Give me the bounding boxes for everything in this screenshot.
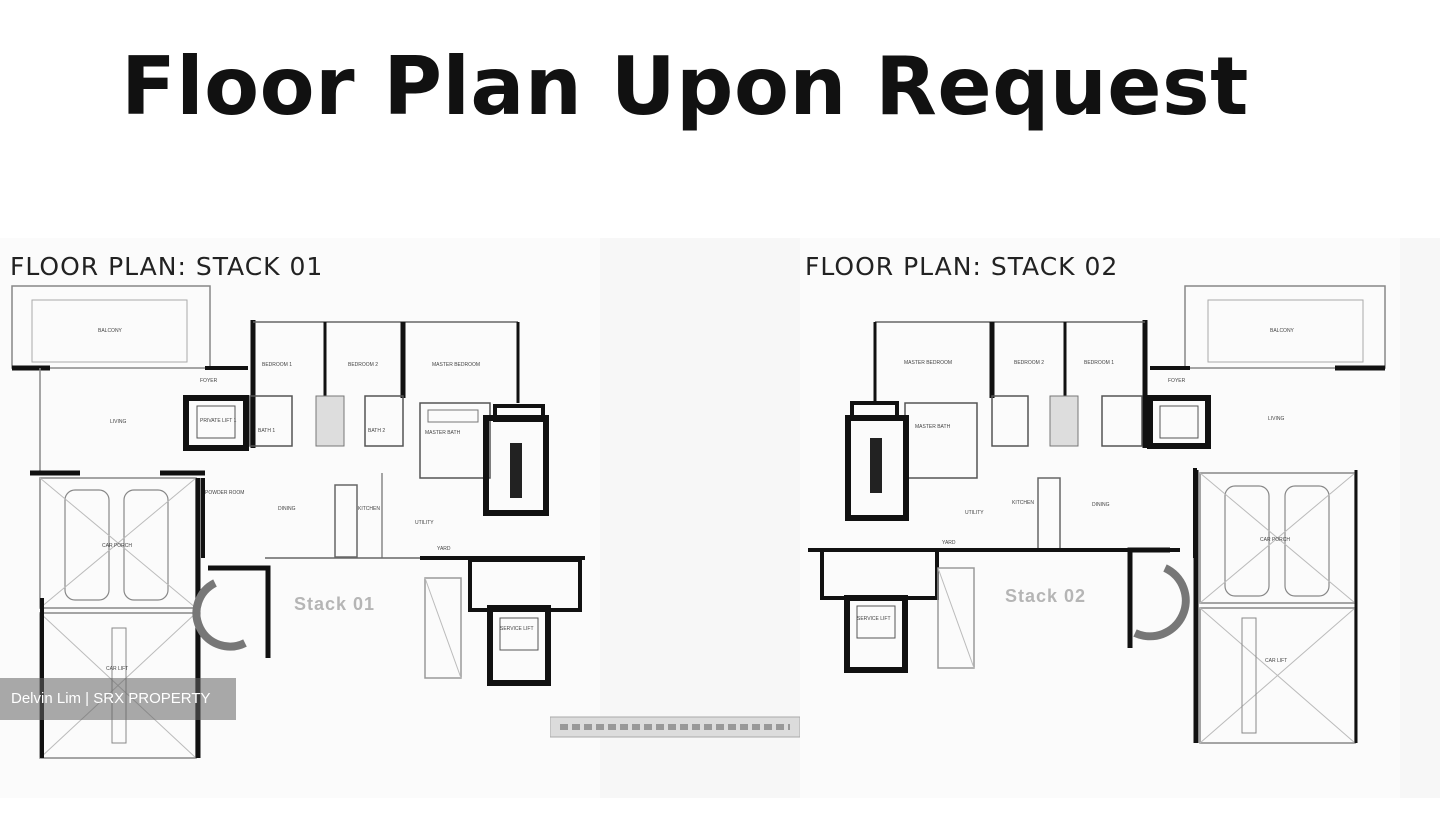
room-label-car-porch: CAR PORCH	[1260, 537, 1290, 543]
room-label-master-bath: MASTER BATH	[425, 430, 461, 436]
room-label-dining: DINING	[1092, 502, 1110, 508]
room-label-balcony: BALCONY	[98, 328, 123, 334]
room-label-service-lift: SERVICE LIFT	[857, 616, 891, 622]
room-label-bath-2: BATH 2	[368, 428, 385, 434]
watermark-badge: Delvin Lim | SRX PROPERTY	[0, 678, 236, 720]
room-label-kitchen: KITCHEN	[1012, 500, 1034, 506]
floor-plan-stack-02: FLOOR PLAN: STACK 02	[800, 238, 1400, 798]
room-label-kitchen: KITCHEN	[358, 506, 380, 512]
room-label-master-bedroom: MASTER BEDROOM	[904, 360, 952, 366]
room-label-yard: YARD	[942, 540, 956, 546]
room-label-dining: DINING	[278, 506, 296, 512]
plan-title-stack-01: FLOOR PLAN: STACK 01	[10, 252, 324, 281]
room-label-foyer: FOYER	[1168, 378, 1186, 384]
room-label-balcony: BALCONY	[1270, 328, 1295, 334]
plan-title-stack-02: FLOOR PLAN: STACK 02	[805, 252, 1119, 281]
stack-label-01: Stack 01	[294, 594, 376, 614]
room-label-bedroom-2: BEDROOM 2	[1014, 360, 1044, 366]
room-label-utility: UTILITY	[415, 520, 434, 526]
room-label-service-lift: SERVICE LIFT	[500, 626, 534, 632]
room-label-car-lift: CAR LIFT	[106, 666, 128, 672]
floor-plan-drawing-stack-02: BALCONY FOYER LIVING MASTER BEDROOM BEDR…	[808, 285, 1386, 744]
room-label-bedroom-1: BEDROOM 1	[262, 362, 292, 368]
room-label-living: LIVING	[1268, 416, 1285, 422]
room-label-bath-1: BATH 1	[258, 428, 275, 434]
room-label-bedroom-2: BEDROOM 2	[348, 362, 378, 368]
room-label-private-lift: PRIVATE LIFT 1	[200, 418, 237, 424]
room-label-master-bedroom: MASTER BEDROOM	[432, 362, 480, 368]
room-label-living: LIVING	[110, 419, 127, 425]
floor-plans-area: FLOOR PLAN: STACK 01	[0, 238, 1440, 798]
room-label-bedroom-1: BEDROOM 1	[1084, 360, 1114, 366]
page-title: Floor Plan Upon Request	[121, 40, 1249, 133]
stack-label-02: Stack 02	[1005, 586, 1087, 606]
room-label-car-lift: CAR LIFT	[1265, 658, 1287, 664]
room-label-utility: UTILITY	[965, 510, 984, 516]
connector-band	[550, 716, 800, 738]
room-label-foyer: FOYER	[200, 378, 218, 384]
room-label-yard: YARD	[437, 546, 451, 552]
room-label-powder-room: POWDER ROOM	[205, 490, 244, 496]
room-label-master-bath: MASTER BATH	[915, 424, 951, 430]
room-label-car-porch: CAR PORCH	[102, 543, 132, 549]
